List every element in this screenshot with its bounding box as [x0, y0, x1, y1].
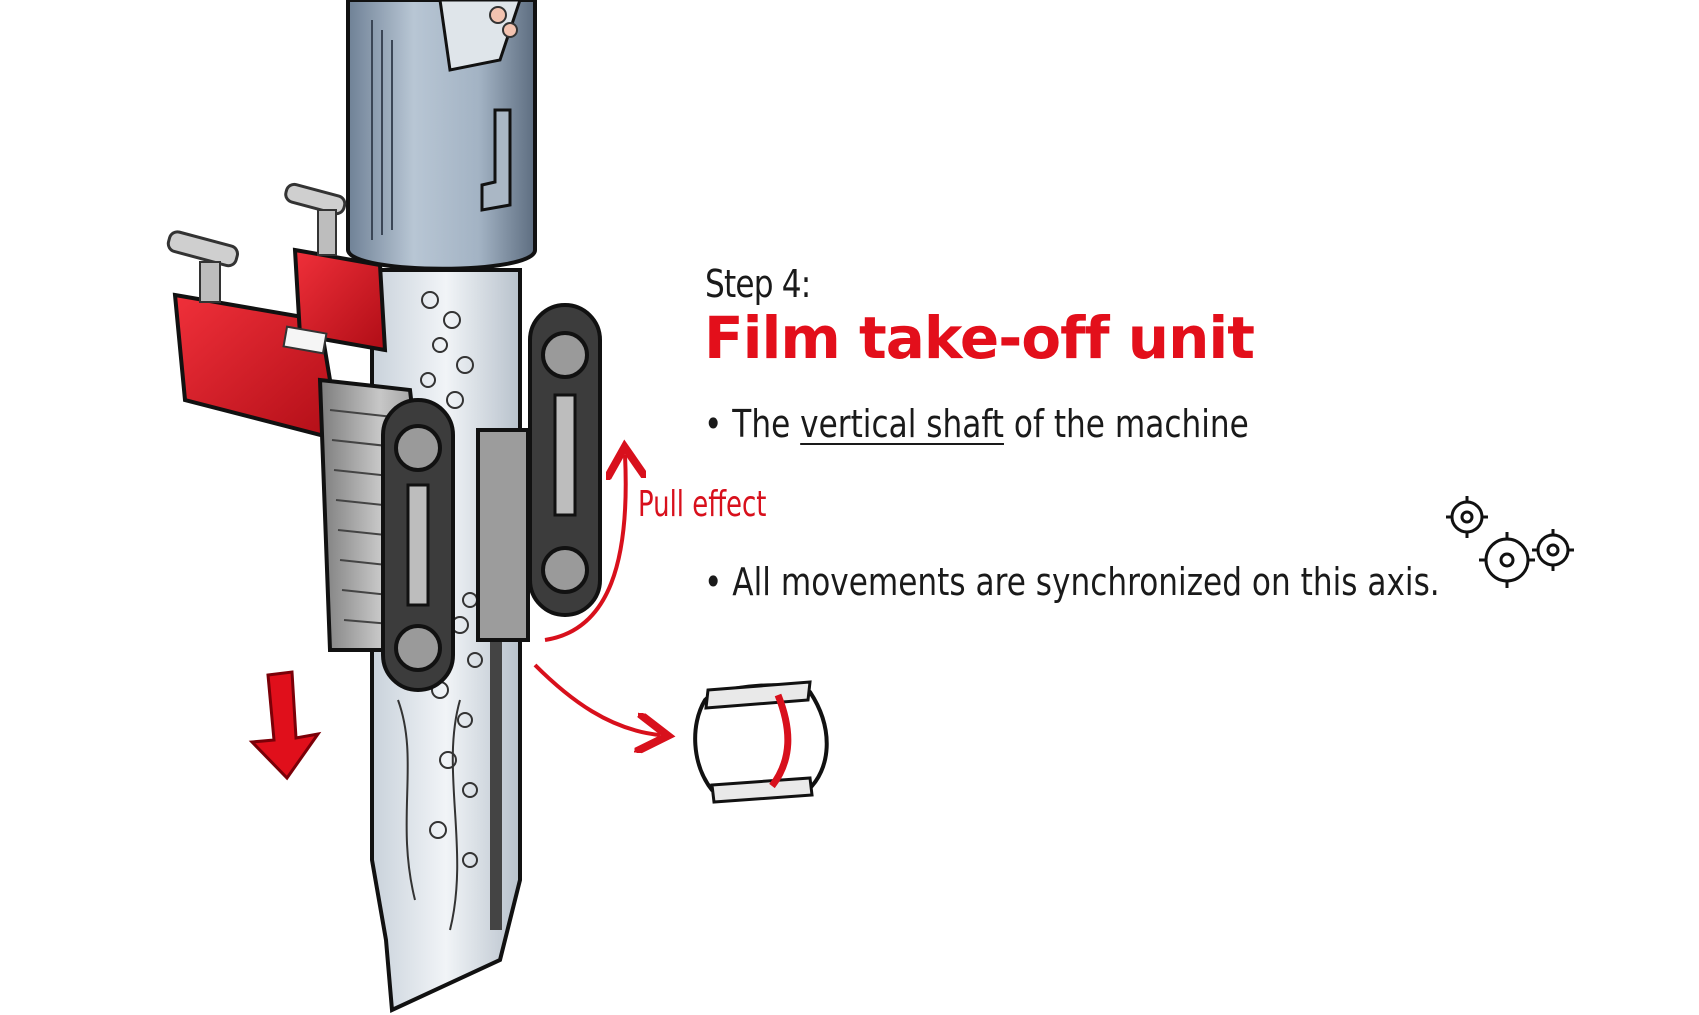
page-title: Film take-off unit — [704, 304, 1254, 372]
bullet-marker: • — [704, 560, 722, 604]
left-pull-belt — [320, 380, 453, 690]
bullet-text-suffix: of the machine — [1004, 402, 1249, 446]
output-arrow — [535, 665, 660, 735]
right-pull-belt — [530, 305, 600, 615]
guide-block — [478, 430, 528, 640]
bullet-text: All movements are synchronized on this a… — [732, 560, 1439, 604]
down-arrow-icon — [252, 672, 318, 778]
bag-icon — [695, 682, 827, 802]
bullet-vertical-shaft: • The vertical shaft of the machine — [704, 402, 1249, 446]
bullet-synchronized: • All movements are synchronized on this… — [704, 560, 1440, 604]
bullet-marker: • — [704, 402, 722, 446]
pull-effect-label: Pull effect — [638, 484, 766, 525]
forming-tube — [348, 0, 535, 269]
step-label: Step 4: — [705, 262, 810, 306]
gears-icon — [1446, 496, 1574, 588]
bullet-emphasis: vertical shaft — [800, 402, 1004, 446]
bullet-text-prefix: The — [732, 402, 800, 446]
